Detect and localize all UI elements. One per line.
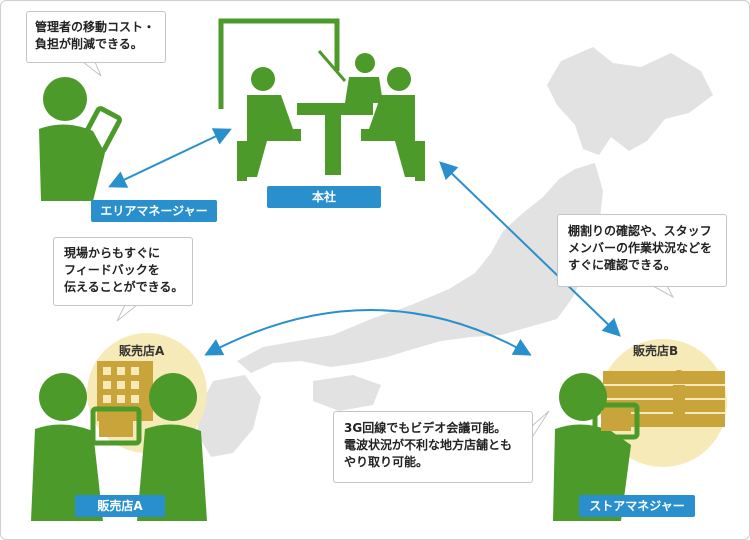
bubble-check-line-1: 棚割りの確認や、スタッフ	[568, 224, 712, 238]
connection-arrows	[108, 128, 621, 356]
attendee-left-head	[251, 67, 275, 91]
pointer-stick	[317, 50, 347, 82]
hokkaido-shape	[547, 47, 713, 155]
meeting-table-top	[297, 103, 373, 115]
store-manager-head	[559, 373, 607, 421]
tail-check	[652, 285, 675, 299]
arrow-area-manager-hq	[108, 128, 232, 188]
store-b-title: 販売店B	[633, 344, 679, 358]
label-area-manager: エリアマネージャー	[91, 200, 217, 222]
store-b-tablet-screen	[601, 411, 631, 431]
label-store-a: 販売店A	[75, 495, 165, 517]
tail-network	[530, 410, 550, 440]
attendee-left-body	[247, 95, 301, 177]
store-b-tablet	[592, 402, 640, 440]
attendee-right-body	[361, 95, 415, 177]
label-store-manager: ストアマネジャー	[579, 495, 695, 517]
screen-frame	[218, 18, 340, 109]
area-manager-figure	[39, 77, 122, 201]
area-manager-head	[43, 77, 87, 121]
store-a-scene	[31, 333, 207, 521]
meeting-table-leg	[325, 115, 341, 175]
store-a-windows	[103, 367, 139, 403]
bubble-feedback-line-3: 伝えることができる。	[64, 280, 184, 294]
shikoku-shape	[313, 375, 381, 411]
bubble-feedback-line-1: 現場からもすぐに	[64, 246, 161, 260]
bubble-network-line-1: 3G回線でもビデオ会議可能。	[344, 421, 507, 435]
attendee-right-head	[387, 67, 411, 91]
store-b-scene	[553, 339, 727, 521]
store-a-tablet	[90, 406, 142, 446]
bubble-manager-cost-line-1: 管理者の移動コスト・	[35, 20, 156, 34]
store-b-staff-figure	[672, 370, 686, 421]
bubble-manager-cost-line-2: 負担が削減できる。	[35, 37, 143, 51]
store-a-tablet-screen	[99, 415, 133, 437]
bubble-manager-cost: 管理者の移動コスト・ 負担が削減できる。	[26, 11, 166, 63]
bubble-network-line-3: やり取り可能。	[344, 455, 429, 469]
bubble-check-line-3: すぐに確認できる。	[568, 258, 676, 272]
bubble-network: 3G回線でもビデオ会議可能。 電波状況が不利な地方店舗とも やり取り可能。	[333, 411, 533, 483]
arrow-store-a-store-b	[204, 309, 532, 356]
kyushu-shape	[197, 375, 261, 457]
bubble-feedback-line-2: フィードバックを	[64, 263, 160, 277]
bubble-feedback: 現場からもすぐに フィードバックを 伝えることができる。	[53, 237, 193, 306]
area-manager-body	[39, 124, 105, 201]
arrow-hq-store-b	[439, 161, 621, 337]
bubble-network-line-2: 電波状況が不利な地方店舗とも	[344, 438, 513, 452]
presenter-body	[345, 77, 383, 103]
bubble-check-line-2: メンバーの作業状況などを	[568, 241, 713, 255]
bubble-tails	[82, 61, 675, 440]
chair-right-seat	[415, 141, 425, 181]
label-headquarters: 本社	[267, 186, 381, 208]
tail-manager-cost	[82, 61, 102, 77]
area-manager-tablet	[80, 106, 122, 154]
headquarters-meeting-icon	[218, 18, 425, 181]
store-a-person-right-head	[149, 373, 197, 421]
store-a-title: 販売店A	[119, 344, 165, 358]
store-a-person-left-head	[39, 373, 87, 421]
chair-left-seat	[237, 141, 247, 181]
presenter-head	[355, 53, 375, 73]
bubble-check: 棚割りの確認や、スタッフ メンバーの作業状況などを すぐに確認できる。	[557, 214, 727, 287]
tail-feedback	[116, 304, 138, 322]
